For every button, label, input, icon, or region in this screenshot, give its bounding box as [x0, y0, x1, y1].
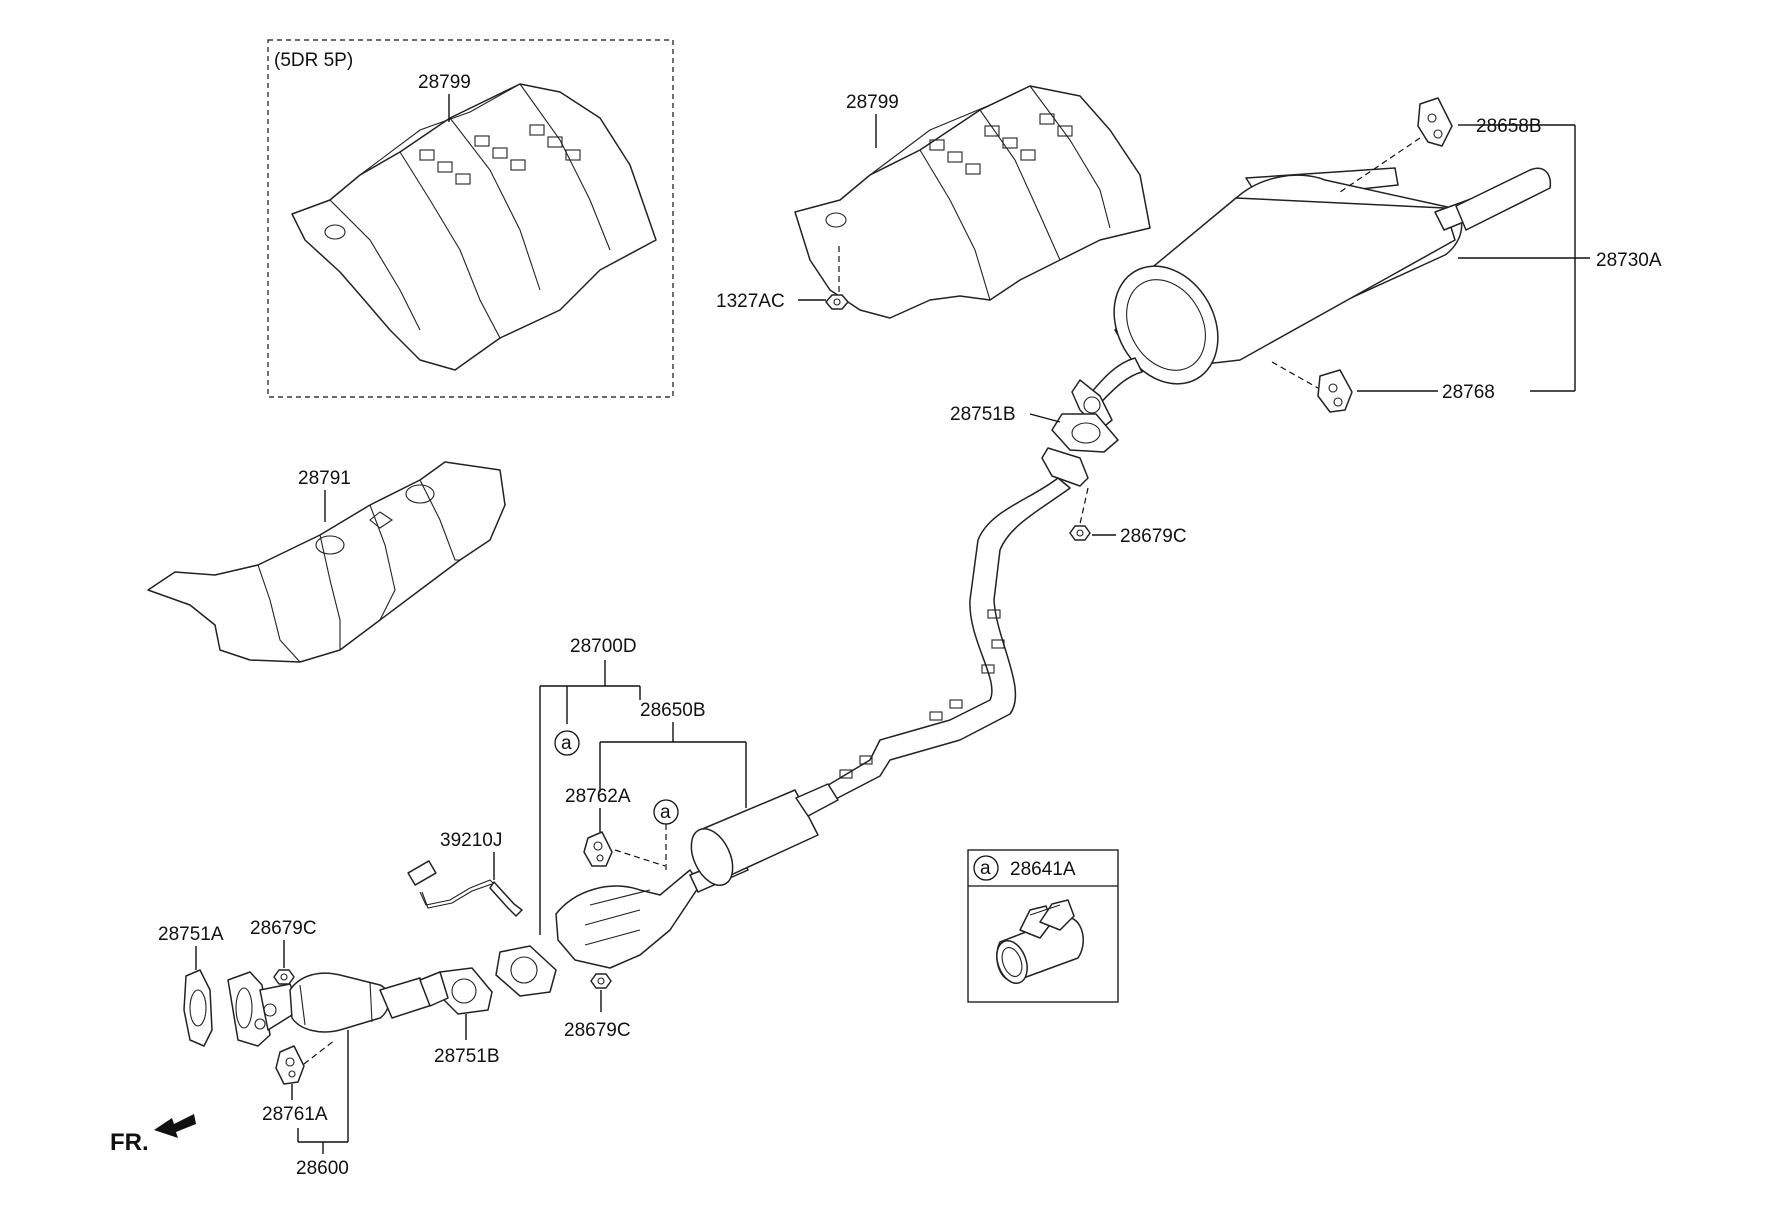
label-28751b-rear: 28751B — [950, 404, 1016, 425]
svg-text:a: a — [660, 802, 671, 823]
label-39210j: 39210J — [440, 830, 502, 851]
converter-flange — [495, 945, 557, 997]
label-28700d: 28700D — [570, 636, 637, 657]
front-direction-indicator: FR. — [110, 1114, 196, 1156]
label-28600: 28600 — [296, 1158, 349, 1179]
label-28679c-mid: 28679C — [564, 1020, 631, 1041]
label-1327ac: 1327AC — [716, 291, 785, 312]
hanger-28762a[interactable] — [583, 831, 613, 867]
clamp-28641a[interactable] — [991, 899, 1084, 987]
label-28791: 28791 — [298, 468, 351, 489]
callout-a-2: a — [653, 799, 679, 825]
label-28679c-front: 28679C — [250, 918, 317, 939]
nut-1327ac[interactable] — [825, 294, 849, 310]
label-28751a: 28751A — [158, 924, 224, 945]
gasket-28751b-rear[interactable] — [1051, 413, 1119, 453]
variant-label: (5DR 5P) — [274, 50, 353, 71]
heat-shield-28791[interactable] — [147, 461, 506, 663]
oxygen-sensor-39210j[interactable] — [407, 860, 523, 917]
hanger-28761a[interactable] — [275, 1045, 305, 1085]
front-direction-label: FR. — [110, 1129, 149, 1156]
intermediate-pipe[interactable] — [799, 447, 1089, 813]
center-muffler-28650b[interactable] — [683, 783, 839, 892]
label-28730a: 28730A — [1596, 250, 1662, 271]
label-28751b-front: 28751B — [434, 1046, 500, 1067]
label-28762a: 28762A — [565, 786, 631, 807]
heat-shield-upper[interactable] — [794, 85, 1151, 319]
front-pipe-28600[interactable] — [227, 971, 449, 1047]
hanger-28768[interactable] — [1317, 369, 1353, 413]
svg-text:a: a — [561, 733, 572, 754]
heat-shield-upper-boxed[interactable] — [291, 83, 657, 371]
label-28641a: 28641A — [1010, 859, 1076, 880]
svg-text:a: a — [980, 858, 991, 879]
variant-box — [267, 39, 674, 398]
label-28658b: 28658B — [1476, 116, 1542, 137]
callout-a-1: a — [554, 730, 580, 756]
front-arrow-icon — [154, 1114, 196, 1138]
tailpipe — [1455, 167, 1552, 231]
boxed-variant-group: (5DR 5P) 28799 — [267, 39, 674, 398]
label-28650b: 28650B — [640, 700, 706, 721]
nut-28679c-mid[interactable] — [590, 973, 612, 989]
nut-28679c-front[interactable] — [273, 969, 295, 985]
hanger-28658b[interactable] — [1417, 97, 1453, 147]
label-28799: 28799 — [846, 92, 899, 113]
label-28799-boxed: 28799 — [418, 72, 471, 93]
nut-28679c-rear[interactable] — [1069, 525, 1091, 541]
label-28768: 28768 — [1442, 382, 1495, 403]
clamp-detail-box: a 28641A — [967, 849, 1119, 1003]
gasket-28751a[interactable] — [183, 969, 213, 1047]
callout-a-3: a — [973, 855, 999, 881]
label-28761a: 28761A — [262, 1104, 328, 1125]
label-28679c-rear: 28679C — [1120, 526, 1187, 547]
